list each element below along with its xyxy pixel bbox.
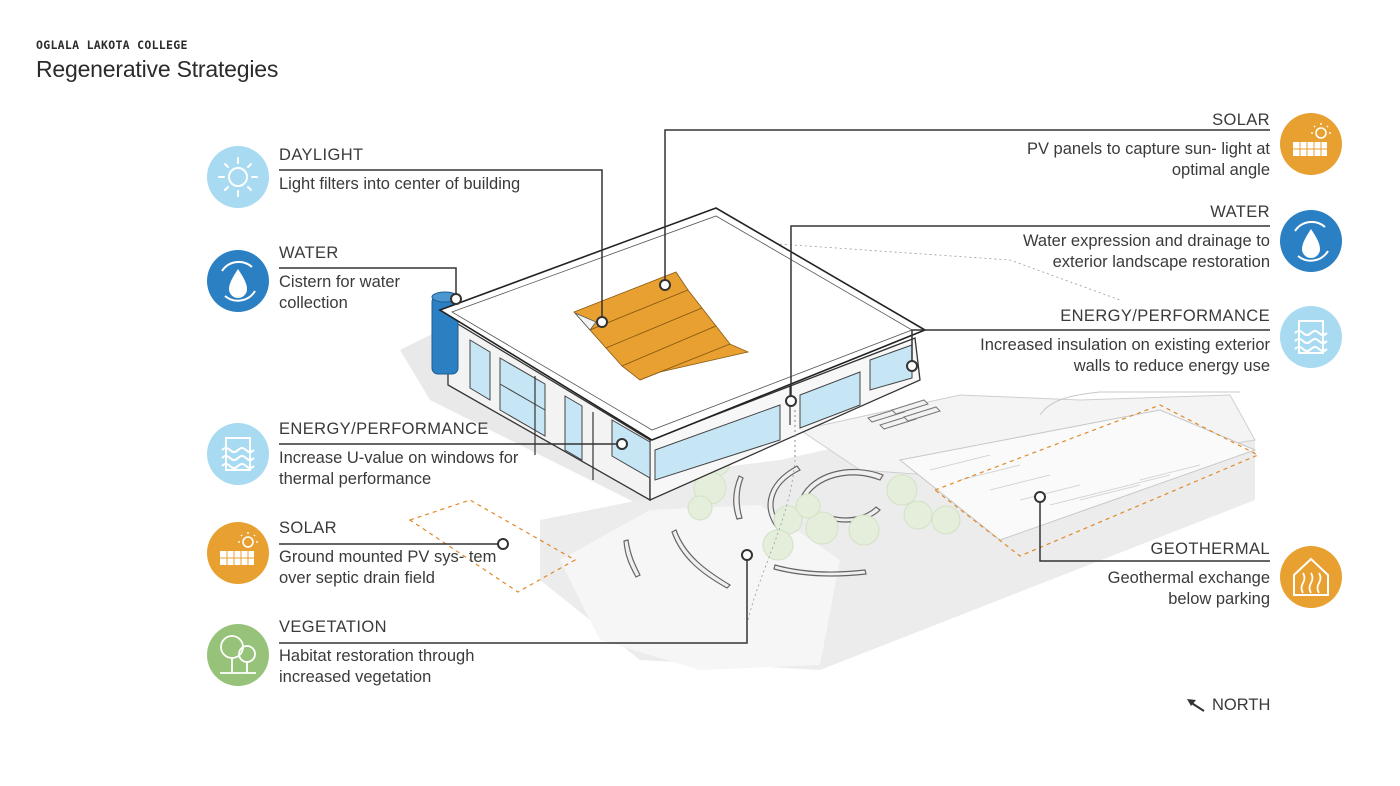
- solar-panel-icon: [207, 522, 269, 584]
- callout-water-drainage: WATER Water expression and drainage to e…: [970, 202, 1270, 274]
- geothermal-field-outline: [933, 404, 1260, 557]
- callout-solar-ground: SOLAR Ground mounted PV sys- tem over se…: [279, 518, 499, 590]
- solar-panel-icon: [1280, 113, 1342, 175]
- callout-category: SOLAR: [1212, 111, 1270, 129]
- callout-category: WATER: [1210, 203, 1270, 221]
- callout-energy-windows: ENERGY/PERFORMANCE Increase U-value on w…: [279, 419, 524, 491]
- callout-category: DAYLIGHT: [279, 146, 364, 164]
- north-label: NORTH: [1212, 696, 1271, 714]
- callout-description: Habitat restoration through increased ve…: [279, 646, 475, 687]
- sun-icon: [207, 146, 269, 208]
- building: [431, 207, 927, 621]
- callout-category: SOLAR: [279, 519, 337, 537]
- callout-geothermal: GEOTHERMAL Geothermal exchange below par…: [1060, 539, 1270, 611]
- institution-name: OGLALA LAKOTA COLLEGE: [36, 38, 188, 52]
- callout-daylight: DAYLIGHT Light filters into center of bu…: [279, 145, 524, 195]
- insulation-wall-icon: [1280, 306, 1342, 368]
- septic-field-outline: [408, 499, 577, 593]
- north-indicator: NORTH: [1186, 696, 1270, 715]
- callout-water-cistern: WATER Cistern for water collection: [279, 243, 429, 315]
- callout-description: Geothermal exchange below parking: [1107, 568, 1270, 609]
- leader-endpoints: [450, 279, 1046, 561]
- north-arrow-icon: [1187, 698, 1205, 712]
- callout-description: Cistern for water collection: [279, 272, 401, 313]
- landscape-trees: [687, 447, 961, 561]
- callout-category: WATER: [279, 244, 339, 262]
- parking-stalls: [929, 454, 1201, 506]
- callout-energy-walls: ENERGY/PERFORMANCE Increased insulation …: [970, 306, 1270, 378]
- callout-vegetation: VEGETATION Habitat restoration through i…: [279, 617, 524, 689]
- callout-category: ENERGY/PERFORMANCE: [1060, 307, 1270, 325]
- geothermal-house-icon: [1280, 546, 1342, 608]
- callout-category: GEOTHERMAL: [1150, 540, 1270, 558]
- trees-icon: [207, 624, 269, 686]
- callout-category: VEGETATION: [279, 618, 387, 636]
- callout-description: Increased insulation on existing exterio…: [980, 335, 1270, 376]
- callout-description: Increase U-value on windows for thermal …: [279, 448, 519, 489]
- callout-description: Ground mounted PV sys- tem over septic d…: [279, 547, 497, 588]
- insulation-wall-icon: [207, 423, 269, 485]
- water-drop-cycle-icon: [207, 250, 269, 312]
- callout-solar-roof: SOLAR PV panels to capture sun- light at…: [1020, 110, 1270, 182]
- callout-description: Water expression and drainage to exterio…: [1022, 231, 1270, 272]
- callout-category: ENERGY/PERFORMANCE: [279, 420, 489, 438]
- leader-lines: [279, 129, 1270, 644]
- outdoor-benches: [867, 399, 941, 430]
- page-title: Regenerative Strategies: [36, 56, 279, 82]
- callout-description: PV panels to capture sun- light at optim…: [1026, 139, 1270, 180]
- callout-description: Light filters into center of building: [279, 174, 521, 193]
- water-drop-cycle-icon: [1280, 210, 1342, 272]
